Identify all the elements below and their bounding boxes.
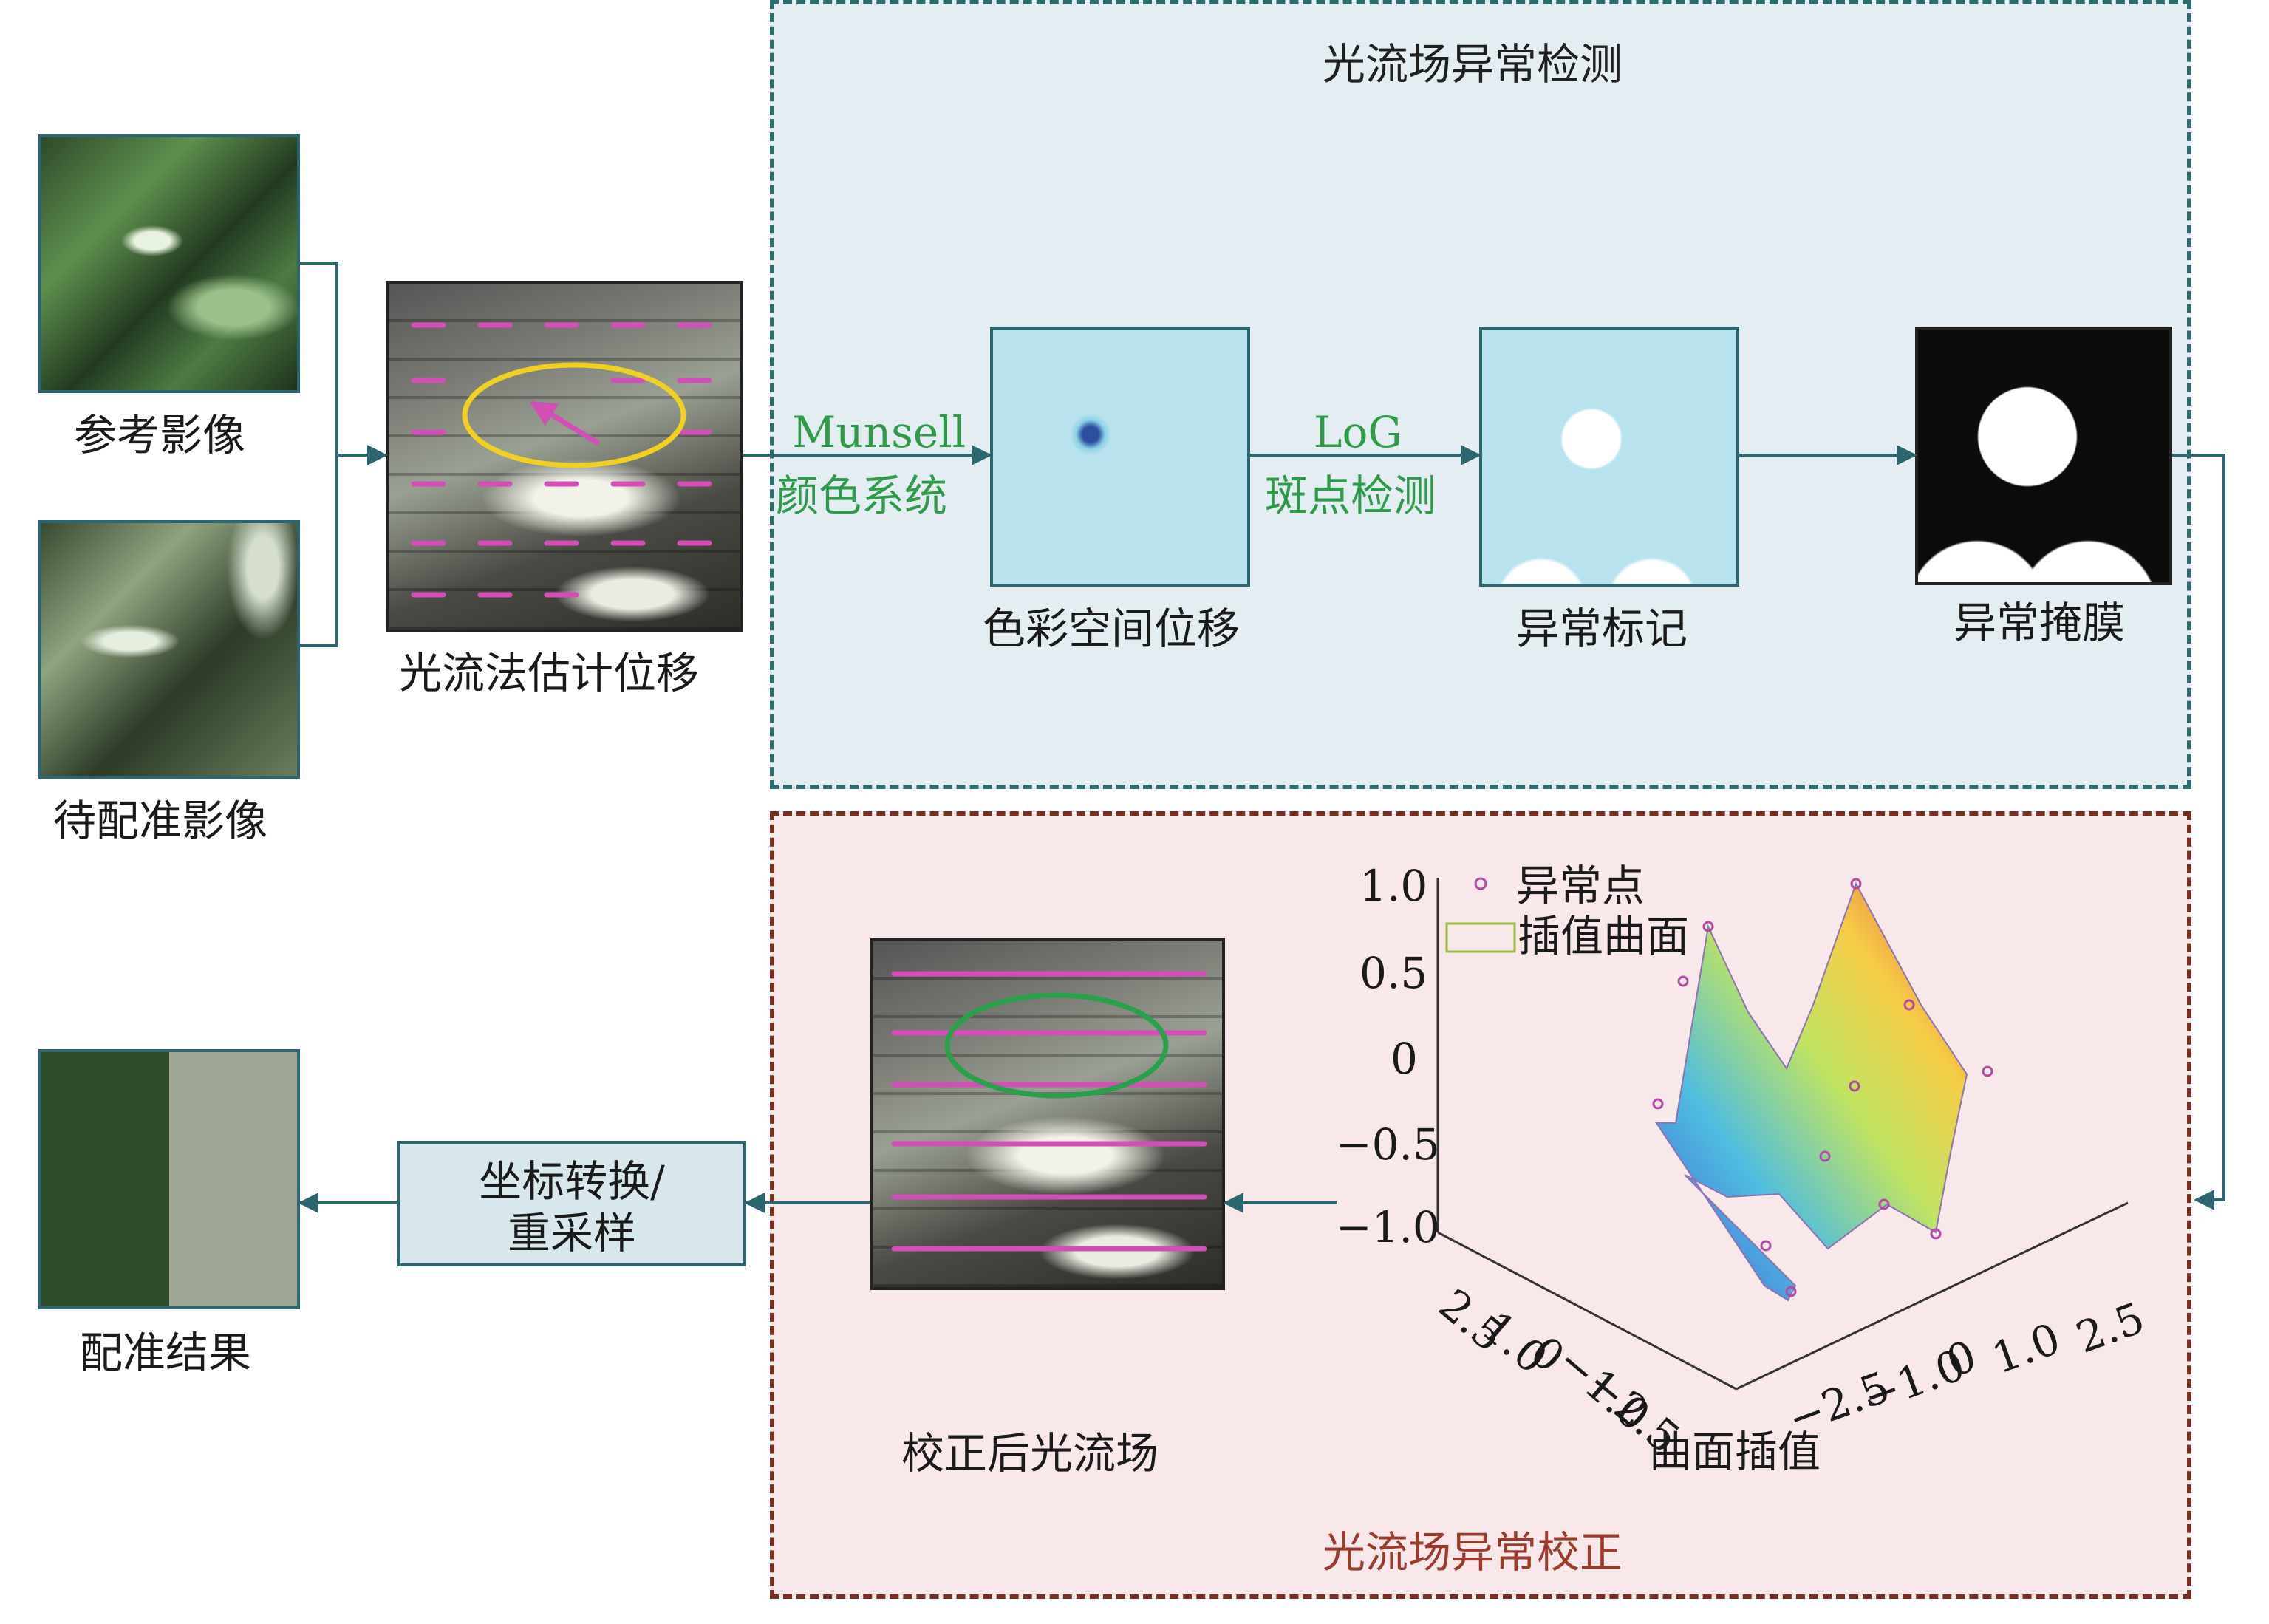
reference-image-label: 参考影像 bbox=[74, 410, 246, 460]
flow-vectors bbox=[411, 322, 712, 598]
anomaly-ellipse bbox=[462, 362, 686, 468]
z-tick-1: 1.0 bbox=[1359, 861, 1428, 911]
correction-panel-title: 光流场异常校正 bbox=[1323, 1527, 1623, 1577]
flow-estimate-label: 光流法估计位移 bbox=[399, 648, 700, 698]
munsell-label: Munsell bbox=[792, 407, 966, 457]
z-tick-3: 0 bbox=[1391, 1034, 1418, 1084]
anomaly-mask-label: 异常掩膜 bbox=[1954, 598, 2126, 648]
coordinate-transform-box: 坐标转换/ 重采样 bbox=[397, 1141, 746, 1266]
anomaly-mark-image bbox=[1479, 327, 1739, 587]
corrected-flow-vectors bbox=[891, 971, 1207, 1252]
corrected-ellipse bbox=[944, 992, 1169, 1099]
interpolated-surface bbox=[1655, 881, 1968, 1302]
target-image bbox=[38, 520, 300, 779]
resample-label: 重采样 bbox=[507, 1208, 636, 1258]
surface-interpolation-label: 曲面插值 bbox=[1649, 1427, 1821, 1477]
connectors bbox=[298, 262, 2225, 1213]
log-label: LoG bbox=[1314, 407, 1402, 457]
registration-result-label: 配准结果 bbox=[80, 1328, 252, 1378]
anomaly-mask-image bbox=[1915, 327, 2172, 585]
registration-result-image bbox=[38, 1049, 300, 1309]
reference-image bbox=[38, 134, 300, 393]
color-system-label: 颜色系统 bbox=[776, 471, 948, 521]
corrected-flow-image bbox=[870, 938, 1225, 1290]
coordinate-transform-label: 坐标转换/ bbox=[479, 1156, 665, 1207]
anomaly-points bbox=[1652, 878, 1993, 1297]
legend-interpolated-surface: 插值曲面 bbox=[1518, 911, 1690, 961]
detection-panel-title: 光流场异常检测 bbox=[1323, 39, 1623, 89]
corrected-flow-label: 校正后光流场 bbox=[901, 1428, 1159, 1478]
legend-surface-marker bbox=[1445, 922, 1516, 953]
legend-point-marker bbox=[1474, 877, 1487, 890]
color-space-label: 色彩空间位移 bbox=[983, 604, 1241, 654]
z-tick-5: −1.0 bbox=[1336, 1202, 1440, 1252]
surface-plot-axes bbox=[1436, 878, 2129, 1391]
z-tick-4: −0.5 bbox=[1336, 1119, 1440, 1170]
legend-anomaly-points: 异常点 bbox=[1516, 861, 1645, 911]
target-image-label: 待配准影像 bbox=[53, 796, 268, 846]
anomaly-mark-label: 异常标记 bbox=[1516, 604, 1688, 654]
z-tick-2: 0.5 bbox=[1359, 948, 1428, 998]
blob-detection-label: 斑点检测 bbox=[1265, 471, 1437, 521]
